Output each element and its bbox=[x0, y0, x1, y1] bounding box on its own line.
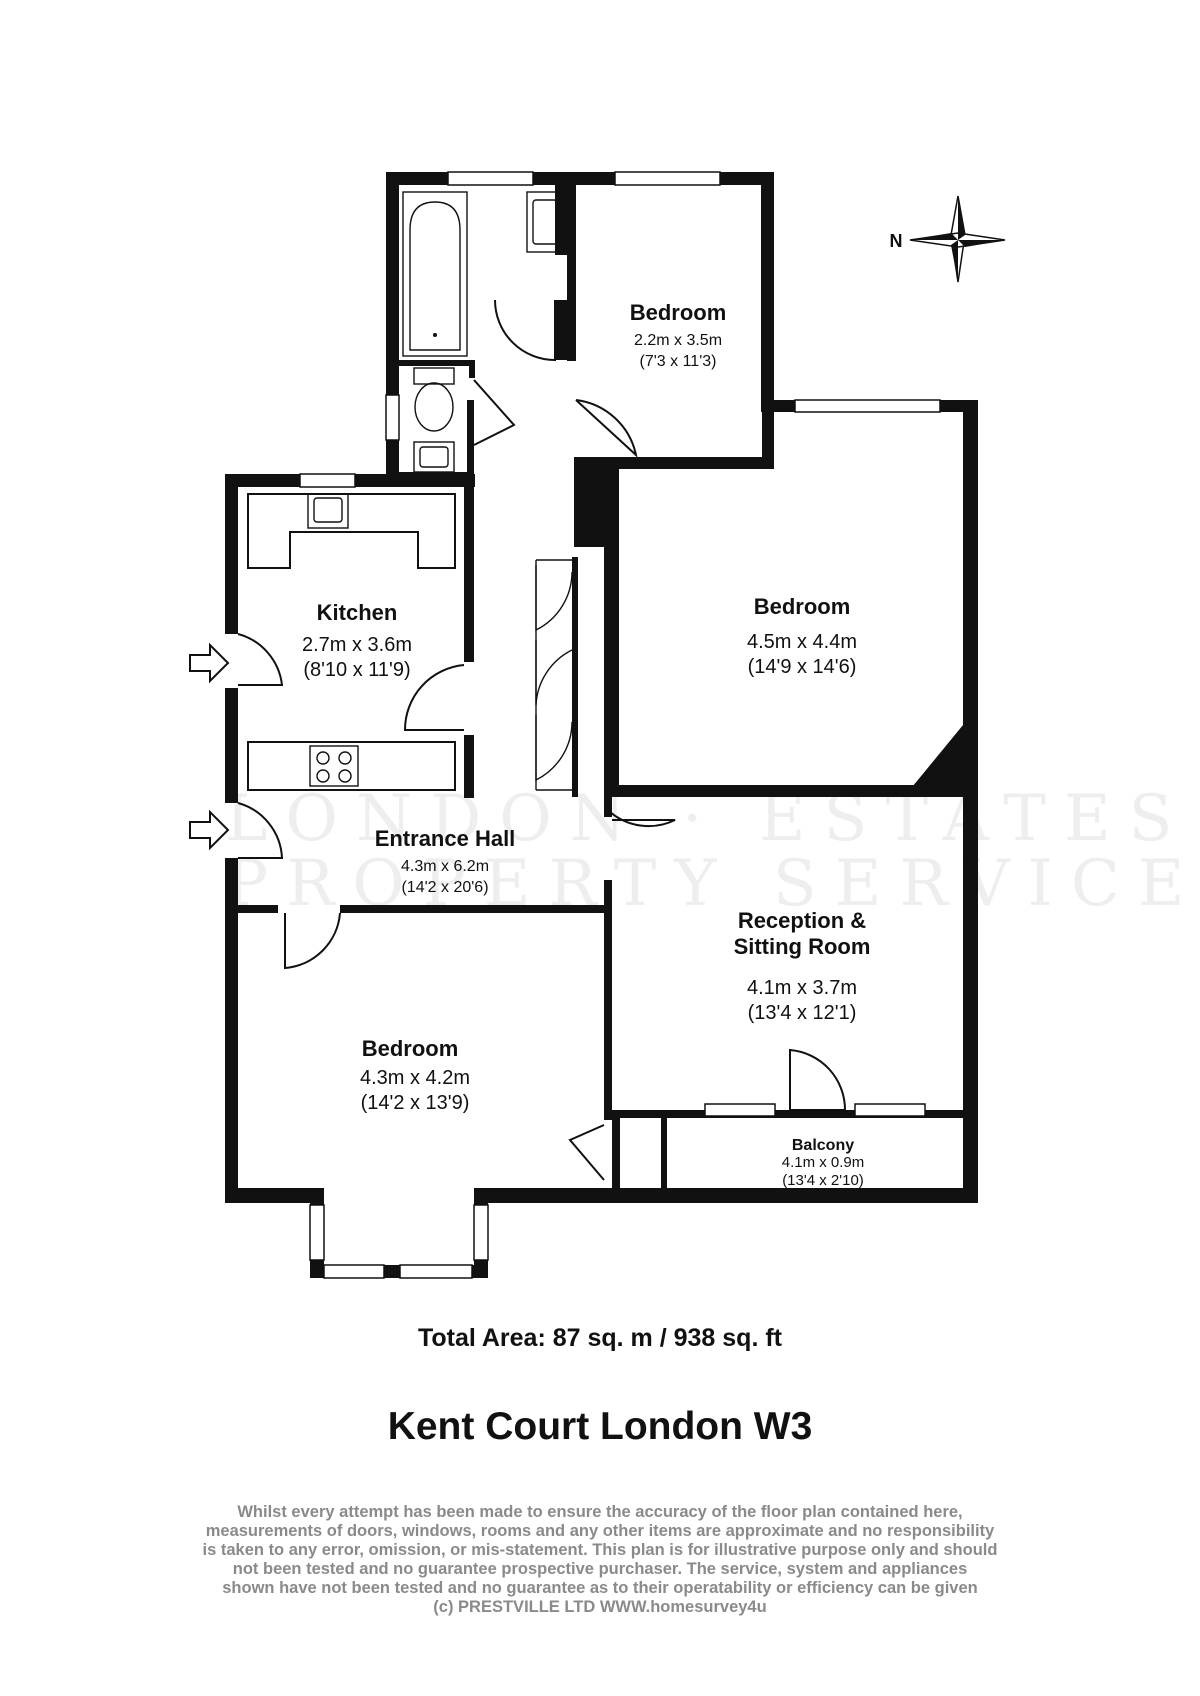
property-title: Kent Court London W3 bbox=[387, 1405, 813, 1448]
room-metric: 4.5m x 4.4m bbox=[747, 631, 857, 653]
room-kitchen: Kitchen 2.7m x 3.6m (8'10 x 11'9) bbox=[302, 600, 412, 681]
room-metric: 4.1m x 0.9m bbox=[782, 1154, 865, 1171]
room-entrance-hall: Entrance Hall 4.3m x 6.2m (14'2 x 20'6) bbox=[375, 826, 516, 896]
compass-icon: N bbox=[890, 195, 1006, 283]
room-metric: 4.3m x 4.2m bbox=[360, 1067, 470, 1089]
walls bbox=[225, 172, 978, 1203]
room-reception: Reception & Sitting Room 4.1m x 3.7m (13… bbox=[734, 908, 871, 1024]
entrance-arrow-kitchen-icon bbox=[189, 642, 230, 684]
room-name: Balcony bbox=[792, 1137, 854, 1154]
room-name-line1: Reception & bbox=[738, 908, 866, 933]
entrance-arrow-hall-icon bbox=[189, 809, 230, 851]
bathroom-fixtures bbox=[402, 191, 564, 473]
disclaimer-line: (c) PRESTVILLE LTD WWW.homesurvey4u bbox=[433, 1598, 767, 1616]
watermark: LONDON · ESTATES PROPERTY SERVICES bbox=[225, 782, 1200, 921]
room-imperial: (7'3 x 11'3) bbox=[640, 353, 717, 370]
disclaimer-line: Whilst every attempt has been made to en… bbox=[237, 1503, 963, 1521]
room-name-line2: Sitting Room bbox=[734, 934, 871, 959]
room-bedroom-bottom: Bedroom 4.3m x 4.2m (14'2 x 13'9) bbox=[360, 1036, 470, 1114]
wardrobe bbox=[535, 559, 573, 791]
disclaimer-line: is taken to any error, omission, or mis-… bbox=[202, 1541, 998, 1559]
room-balcony: Balcony 4.1m x 0.9m (13'4 x 2'10) bbox=[782, 1137, 865, 1189]
room-name: Bedroom bbox=[362, 1036, 459, 1061]
room-imperial: (14'2 x 13'9) bbox=[361, 1092, 470, 1114]
room-bedroom-right: Bedroom 4.5m x 4.4m (14'9 x 14'6) bbox=[747, 594, 857, 678]
disclaimer-line: measurements of doors, windows, rooms an… bbox=[205, 1522, 995, 1540]
room-imperial: (14'2 x 20'6) bbox=[401, 879, 488, 896]
room-metric: 2.7m x 3.6m bbox=[302, 634, 412, 656]
room-bedroom-top: Bedroom 2.2m x 3.5m (7'3 x 11'3) bbox=[630, 300, 727, 370]
disclaimer-line: shown have not been tested and no guaran… bbox=[222, 1579, 978, 1597]
total-area: Total Area: 87 sq. m / 938 sq. ft bbox=[417, 1324, 782, 1352]
kitchen-fixtures bbox=[247, 493, 456, 791]
windows bbox=[299, 171, 941, 1117]
disclaimer: Whilst every attempt has been made to en… bbox=[100, 1503, 1100, 1617]
disclaimer-line: not been tested and no guarantee prospec… bbox=[232, 1560, 968, 1578]
room-imperial: (14'9 x 14'6) bbox=[748, 656, 857, 678]
room-metric: 4.1m x 3.7m bbox=[747, 977, 857, 999]
bay-window bbox=[309, 1188, 489, 1279]
room-imperial: (13'4 x 2'10) bbox=[782, 1172, 864, 1189]
room-metric: 2.2m x 3.5m bbox=[634, 332, 722, 349]
room-metric: 4.3m x 6.2m bbox=[401, 858, 489, 875]
room-name: Entrance Hall bbox=[375, 826, 516, 851]
compass-north-label: N bbox=[890, 231, 903, 251]
room-imperial: (8'10 x 11'9) bbox=[303, 659, 410, 681]
room-name: Bedroom bbox=[754, 594, 851, 619]
room-imperial: (13'4 x 12'1) bbox=[748, 1002, 857, 1024]
room-name: Bedroom bbox=[630, 300, 727, 325]
room-name: Kitchen bbox=[317, 600, 398, 625]
door-swings bbox=[237, 299, 847, 1181]
